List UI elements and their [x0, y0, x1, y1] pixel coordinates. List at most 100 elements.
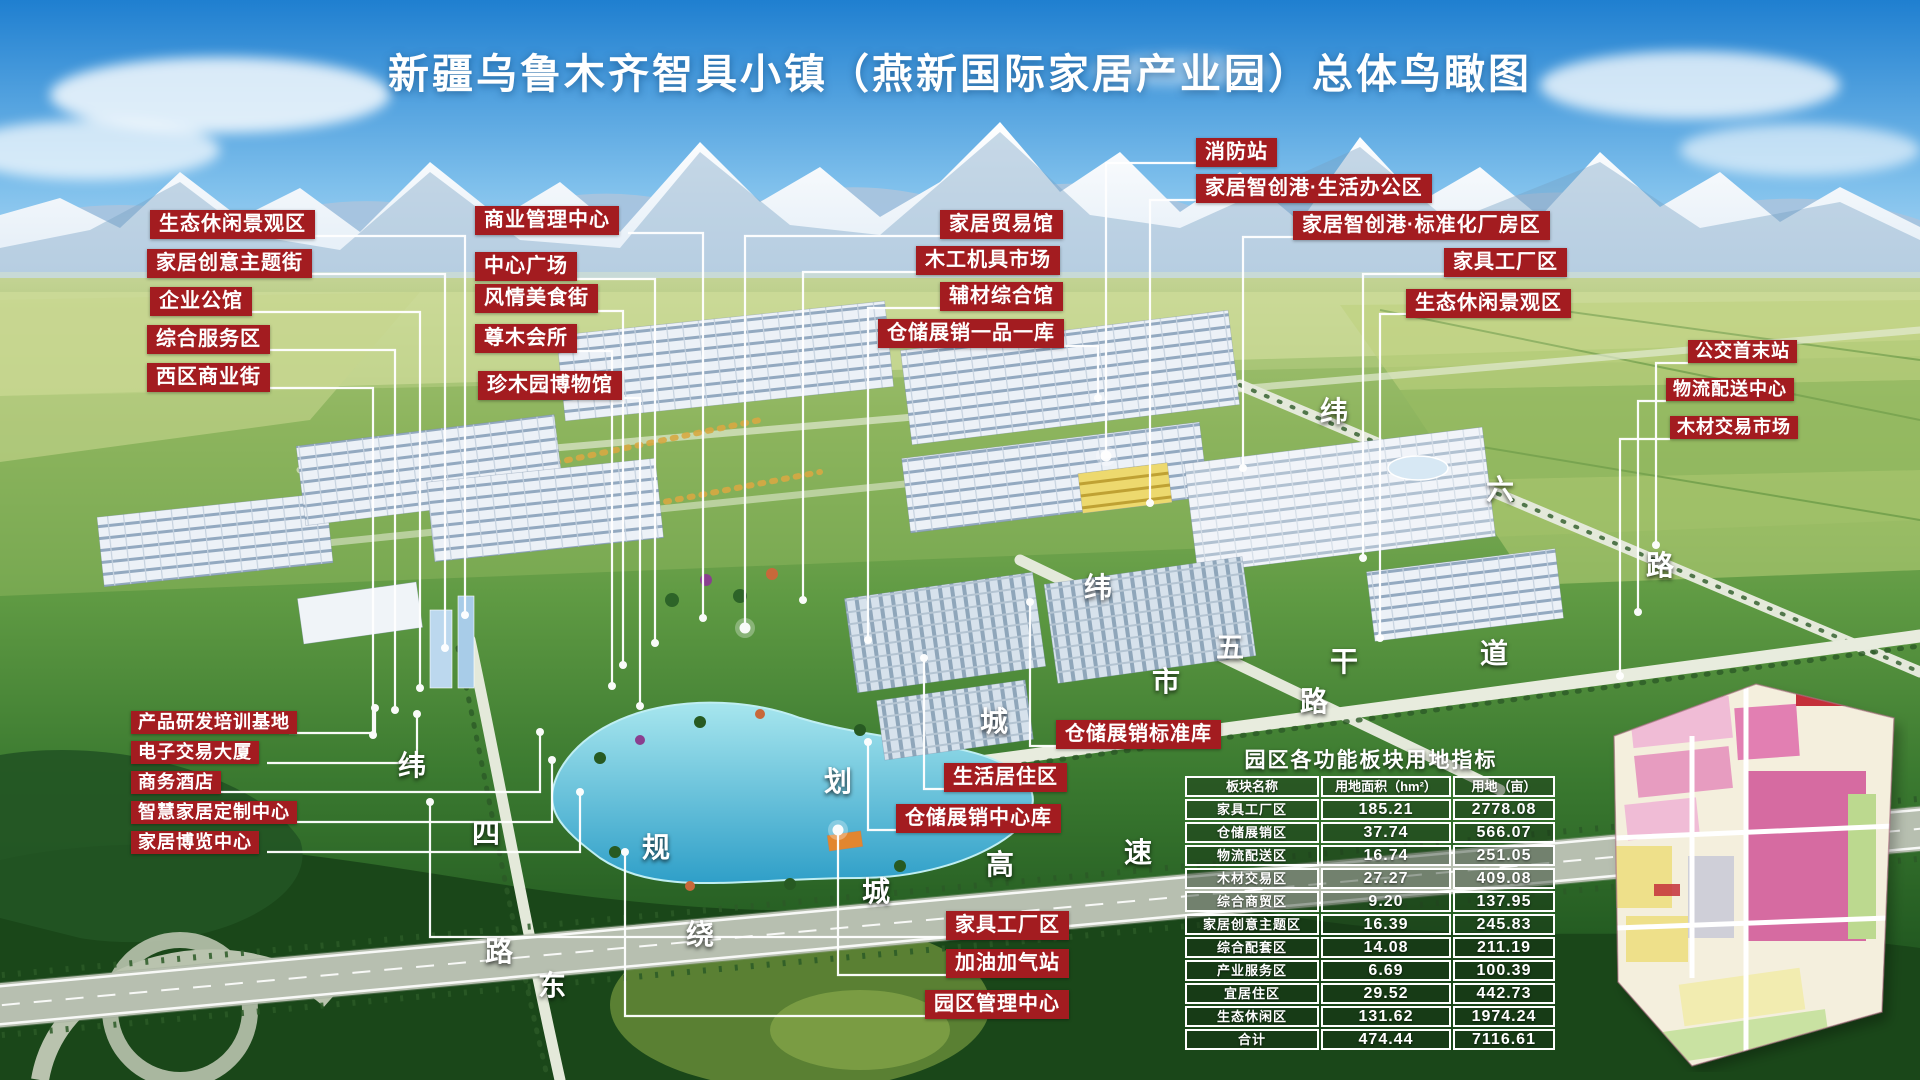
road-label: 路 [1300, 686, 1329, 717]
leader-dot [391, 706, 399, 714]
leader-dot [699, 614, 707, 622]
map-label: 辅材综合馆 [940, 282, 1063, 311]
table-cell-area: 474.44 [1321, 1029, 1451, 1050]
map-label: 木工机具市场 [916, 246, 1060, 275]
leader-line [1636, 399, 1666, 612]
glow-dot-core [832, 824, 844, 836]
table-cell-area: 131.62 [1321, 1006, 1451, 1027]
map-label: 电子交易大厦 [131, 741, 259, 764]
map-label: 珍木园博物馆 [478, 371, 622, 400]
leader-line [836, 830, 946, 977]
leader-dot [1376, 634, 1384, 642]
leader-dot [608, 682, 616, 690]
road-label: 绕 [686, 919, 715, 950]
leader-dot [461, 611, 469, 619]
map-label: 中心广场 [475, 252, 577, 281]
table-cell-name: 宜居住区 [1185, 983, 1319, 1004]
map-label: 生态休闲景观区 [150, 210, 315, 239]
leader-dot [920, 654, 928, 662]
leader-line [1148, 198, 1196, 503]
leader-dot [416, 684, 424, 692]
glow-dot-core [739, 622, 751, 634]
map-label: 西区商业街 [147, 363, 270, 392]
inset-landuse-map [1613, 683, 1900, 1072]
table-cell-name: 家居创意主题区 [1185, 914, 1319, 935]
map-label: 公交首末站 [1688, 340, 1797, 363]
glow-dot-core [1100, 450, 1112, 462]
leader-dot [1359, 554, 1367, 562]
table-cell-name: 物流配送区 [1185, 845, 1319, 866]
leader-dot [1634, 608, 1642, 616]
leader-line [428, 802, 946, 939]
leader-line [866, 742, 898, 832]
map-label: 消防站 [1196, 138, 1277, 167]
table-cell-area: 9.20 [1321, 891, 1451, 912]
leader-dot [441, 644, 449, 652]
map-label: 物流配送中心 [1666, 378, 1794, 401]
table-cell-mu: 7116.61 [1453, 1029, 1555, 1050]
table-cell-mu: 1974.24 [1453, 1006, 1555, 1027]
road-label: 六 [1486, 474, 1515, 505]
road-label: 路 [1646, 550, 1675, 581]
road-label: 高 [986, 849, 1015, 880]
leader-dot [636, 702, 644, 710]
road-label: 路 [485, 936, 514, 967]
leader-dot [799, 596, 807, 604]
leader-dot [864, 636, 872, 644]
leader-dot [536, 728, 544, 736]
leader-dot [1616, 672, 1624, 680]
table-cell-name: 生态休闲区 [1185, 1006, 1319, 1027]
map-label: 家具工厂区 [1444, 248, 1567, 277]
road-label: 四 [472, 818, 501, 849]
road-label: 市 [1152, 666, 1181, 697]
road-label: 干 [1330, 646, 1359, 677]
map-label: 家居贸易馆 [940, 210, 1063, 239]
leader-line [1058, 344, 1100, 398]
table-header-cell: 用地（亩） [1453, 776, 1555, 797]
map-label: 风情美食街 [475, 284, 598, 313]
road-label: 纬 [1084, 572, 1113, 603]
leader-line [266, 386, 375, 735]
leader-line [616, 396, 642, 706]
table-cell-area: 29.52 [1321, 983, 1451, 1004]
road-label: 纬 [398, 750, 427, 781]
road-label: 道 [1480, 638, 1509, 669]
leader-dot [413, 710, 421, 718]
table-cell-area: 27.27 [1321, 868, 1451, 889]
leader-dot [651, 639, 659, 647]
map-label: 加油加气站 [946, 949, 1069, 978]
leader-line [572, 349, 614, 686]
leader-line [289, 760, 554, 824]
leader-dot [864, 738, 872, 746]
map-label: 仓储展销中心库 [896, 804, 1061, 833]
building-clusters [96, 300, 1564, 852]
leader-line [1618, 437, 1670, 676]
table-cell-name: 综合配套区 [1185, 937, 1319, 958]
table-cell-mu: 211.19 [1453, 937, 1555, 958]
table-cell-mu: 100.39 [1453, 960, 1555, 981]
poster-title: 新疆乌鲁木齐智具小镇（燕新国际家居产业园）总体鸟瞰图 [388, 51, 1532, 97]
leader-dot [1146, 499, 1154, 507]
leader-line [743, 234, 940, 628]
table-cell-name: 木材交易区 [1185, 868, 1319, 889]
table-cell-area: 16.74 [1321, 845, 1451, 866]
table-cell-name: 家具工厂区 [1185, 799, 1319, 820]
map-label: 企业公馆 [150, 287, 252, 316]
road-label: 城 [980, 706, 1009, 737]
leader-line [267, 714, 419, 765]
table-cell-area: 6.69 [1321, 960, 1451, 981]
leader-line [1654, 361, 1688, 545]
leader-line [266, 348, 397, 710]
table-header-cell: 用地面积（hm²） [1321, 776, 1451, 797]
table-cell-name: 合计 [1185, 1029, 1319, 1050]
leader-line [246, 310, 422, 688]
table-cell-mu: 566.07 [1453, 822, 1555, 843]
table-cell-mu: 251.05 [1453, 845, 1555, 866]
leader-dot [619, 661, 627, 669]
leader-line [866, 306, 940, 640]
map-label: 智慧家居定制中心 [131, 801, 297, 824]
map-label: 尊木会所 [475, 324, 577, 353]
map-label: 产品研发培训基地 [131, 711, 297, 734]
leader-lines [217, 161, 1688, 1018]
